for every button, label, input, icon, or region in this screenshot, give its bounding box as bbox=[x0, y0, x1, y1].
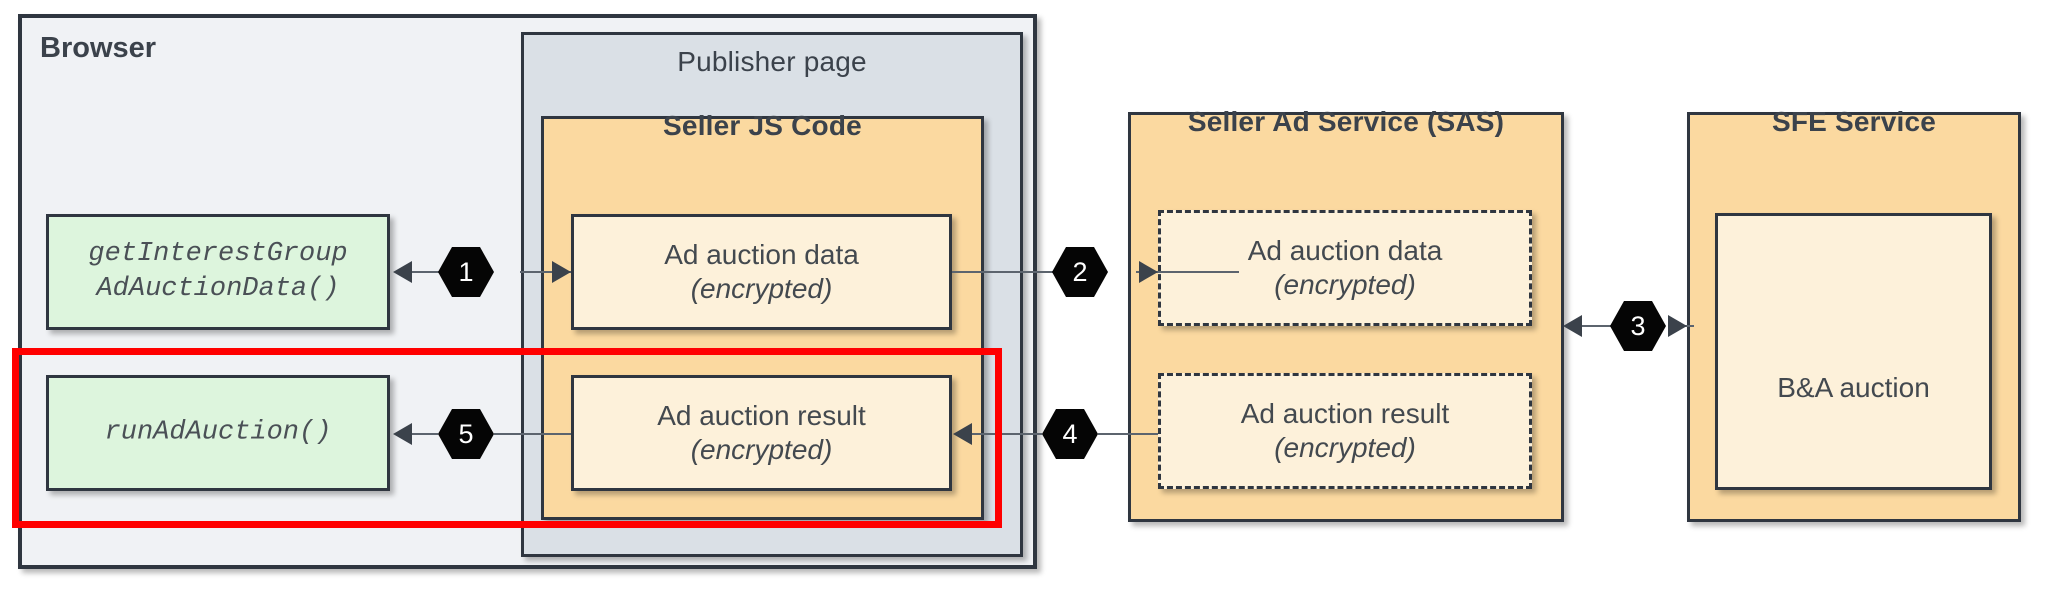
seller-js-code-title: Seller JS Code bbox=[663, 110, 862, 141]
connector-3-arrow-right bbox=[1668, 315, 1687, 337]
browser-title: Browser bbox=[40, 32, 157, 64]
connector-1-line-right bbox=[520, 271, 571, 273]
highlight-region bbox=[12, 348, 1002, 528]
sas-ad-auction-result-label: Ad auction result (encrypted) bbox=[1161, 397, 1529, 465]
connector-1-arrow-left bbox=[393, 261, 412, 283]
seller-js-ad-auction-result-label: Ad auction result (encrypted) bbox=[574, 399, 949, 467]
connector-3-arrow-left bbox=[1563, 315, 1582, 337]
sas-ad-auction-data-label: Ad auction data (encrypted) bbox=[1161, 234, 1529, 302]
connector-3-line-left bbox=[1582, 325, 1618, 327]
sasdata-line-2: (encrypted) bbox=[1274, 269, 1416, 300]
seller-js-ad-auction-data-node: Ad auction data (encrypted) bbox=[571, 214, 952, 330]
connector-4-arrow-left bbox=[953, 423, 972, 445]
step-badge-2: 2 bbox=[1052, 247, 1108, 297]
connector-2-line-right bbox=[1136, 271, 1239, 273]
raa-line-1: runAdAuction() bbox=[104, 417, 332, 448]
sasdata-line-1: Ad auction data bbox=[1247, 234, 1443, 266]
publisher-page-title: Publisher page bbox=[677, 46, 867, 77]
run-ad-auction-label: runAdAuction() bbox=[49, 415, 387, 450]
jsdata-line-1: Ad auction data bbox=[664, 238, 859, 270]
seller-js-ad-auction-data-label: Ad auction data (encrypted) bbox=[574, 238, 949, 306]
giad-line-1: getInterestGroup bbox=[88, 238, 348, 269]
sas-ad-auction-data-node: Ad auction data (encrypted) bbox=[1158, 210, 1532, 326]
get-interest-group-ad-auction-data-node: getInterestGroup AdAuctionData() bbox=[46, 214, 390, 330]
step-badge-1: 1 bbox=[438, 247, 494, 297]
step-badge-5: 5 bbox=[438, 409, 494, 459]
ba-auction-node: B&A auction bbox=[1715, 213, 1992, 490]
giad-line-2: AdAuctionData() bbox=[96, 274, 340, 304]
seller-js-ad-auction-result-node: Ad auction result (encrypted) bbox=[571, 375, 952, 491]
step-badge-3: 3 bbox=[1610, 301, 1666, 351]
get-interest-group-ad-auction-data-label: getInterestGroup AdAuctionData() bbox=[49, 237, 387, 307]
connector-4-line-left bbox=[972, 433, 1042, 435]
sas-ad-auction-result-node: Ad auction result (encrypted) bbox=[1158, 373, 1532, 489]
connector-1-arrow-right bbox=[552, 261, 571, 283]
connector-5-line-left bbox=[412, 433, 438, 435]
run-ad-auction-node: runAdAuction() bbox=[46, 375, 390, 491]
seller-ad-service-title: Seller Ad Service (SAS) bbox=[1187, 106, 1505, 137]
sfe-service-title: SFE Service bbox=[1771, 106, 1937, 137]
connector-4-line-right bbox=[1098, 433, 1158, 435]
connector-2-arrow-right bbox=[1139, 261, 1158, 283]
jsdata-line-2: (encrypted) bbox=[690, 273, 833, 304]
connector-2-line-left bbox=[952, 271, 1080, 273]
jsres-line-2: (encrypted) bbox=[690, 434, 833, 465]
connector-5-line-right bbox=[494, 433, 571, 435]
ba-line-1: B&A auction bbox=[1777, 371, 1930, 403]
sasres-line-1: Ad auction result bbox=[1240, 397, 1450, 429]
connector-5-arrow-left bbox=[393, 423, 412, 445]
ba-auction-label: B&A auction bbox=[1718, 371, 1989, 405]
step-badge-4: 4 bbox=[1042, 409, 1098, 459]
jsres-line-1: Ad auction result bbox=[657, 399, 866, 431]
sasres-line-2: (encrypted) bbox=[1274, 432, 1416, 463]
